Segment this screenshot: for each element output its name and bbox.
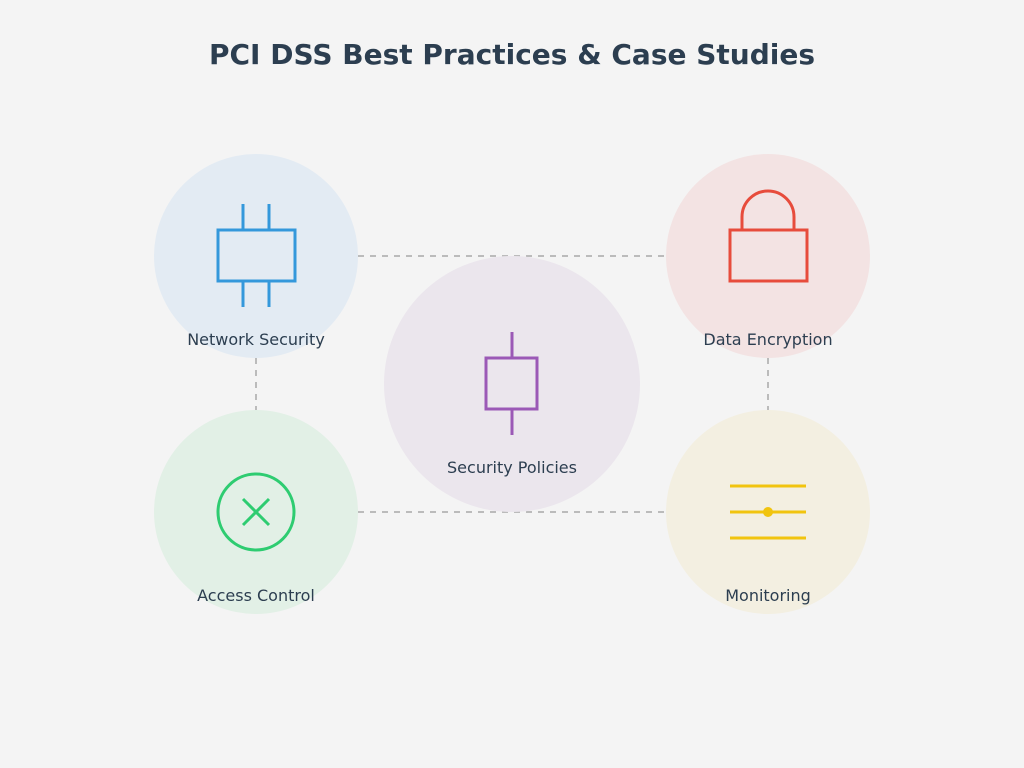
node-security-policies[interactable]: Security Policies xyxy=(384,256,640,512)
node-label: Network Security xyxy=(187,330,325,349)
connectors xyxy=(255,255,769,513)
node-label: Data Encryption xyxy=(703,330,832,349)
node-monitoring[interactable]: Monitoring xyxy=(666,410,870,614)
monitor-lines-icon xyxy=(730,484,806,540)
node-label: Access Control xyxy=(197,586,315,605)
node-circle xyxy=(666,154,870,358)
x-circle-icon xyxy=(216,472,296,552)
page-title: PCI DSS Best Practices & Case Studies xyxy=(209,38,815,71)
policy-document-icon xyxy=(484,332,539,435)
chip-icon xyxy=(216,204,297,307)
node-circle xyxy=(384,256,640,512)
node-label: Monitoring xyxy=(725,586,811,605)
node-data-encryption[interactable]: Data Encryption xyxy=(666,154,870,358)
lock-icon xyxy=(728,189,809,283)
node-label: Security Policies xyxy=(447,458,577,477)
node-circle xyxy=(154,154,358,358)
node-network-security[interactable]: Network Security xyxy=(154,154,358,358)
node-access-control[interactable]: Access Control xyxy=(154,410,358,614)
